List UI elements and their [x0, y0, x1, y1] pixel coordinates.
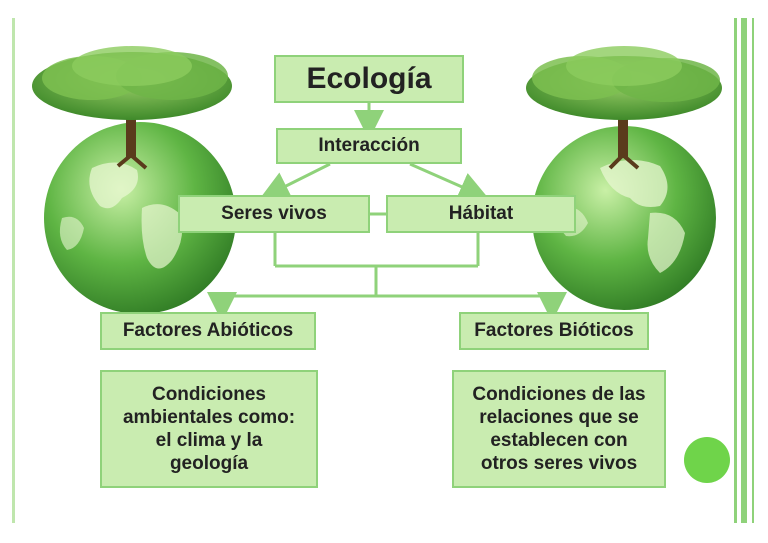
seres-vivos-box: Seres vivos	[178, 195, 370, 233]
factores-bioticos-label: Factores Bióticos	[474, 320, 634, 341]
abiotic-desc-line: ambientales como:	[122, 407, 296, 428]
habitat-box: Hábitat	[386, 195, 576, 233]
connector-interaction-habitat	[409, 162, 489, 201]
factores-abioticos-box: Factores Abióticos	[100, 312, 316, 350]
abiotic-desc-line: geología	[169, 453, 249, 474]
interaccion-box: Interacción	[276, 128, 462, 164]
seres-vivos-label: Seres vivos	[221, 203, 327, 224]
biotic-desc-line: relaciones que se	[479, 407, 639, 428]
frame-line-1	[734, 18, 737, 523]
frame-line-left	[12, 18, 15, 523]
frame-line-3	[752, 18, 754, 523]
factores-abioticos-label: Factores Abióticos	[122, 320, 294, 341]
green-dot-icon	[684, 437, 730, 483]
ecologia-label: Ecología	[306, 62, 432, 95]
biotic-desc-line: establecen con	[490, 430, 628, 451]
biotic-description-box: Condiciones de las relaciones que se est…	[452, 370, 666, 488]
abiotic-description-box: Condiciones ambientales como: el clima y…	[100, 370, 318, 488]
tree-on-globe-left-icon	[32, 46, 236, 314]
interaccion-label: Interacción	[318, 135, 420, 156]
factores-bioticos-box: Factores Bióticos	[459, 312, 649, 350]
abiotic-desc-line: el clima y la	[155, 430, 263, 451]
tree-on-globe-right-icon	[526, 46, 722, 310]
abiotic-desc-line: Condiciones	[151, 384, 266, 405]
connector-interaction-beings	[259, 162, 331, 200]
habitat-label: Hábitat	[448, 203, 514, 224]
biotic-desc-line: Condiciones de las	[472, 384, 646, 405]
frame-line-2	[741, 18, 747, 523]
ecologia-box: Ecología	[274, 55, 464, 103]
biotic-desc-line: otros seres vivos	[480, 453, 638, 474]
